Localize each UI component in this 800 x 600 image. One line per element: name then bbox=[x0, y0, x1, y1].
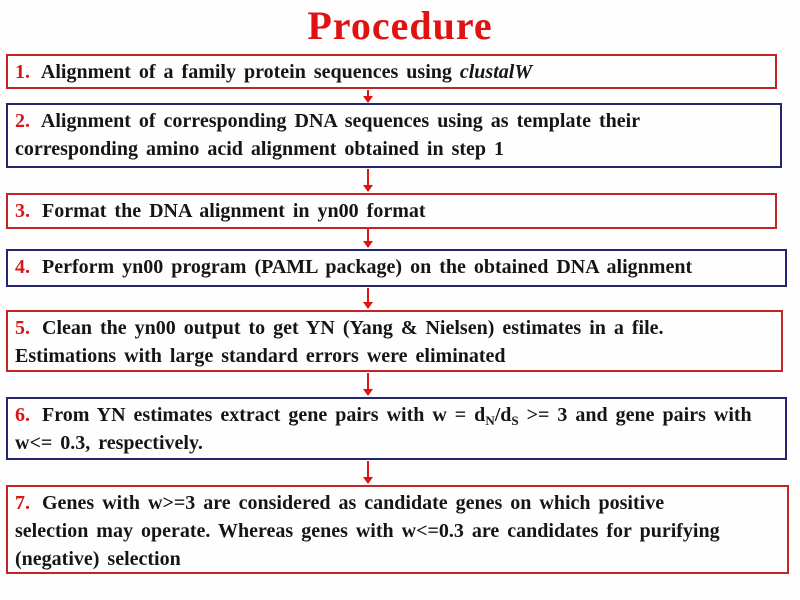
step-box-7: 7. Genes with w>=3 are considered as can… bbox=[6, 485, 789, 574]
step-box-1: 1. Alignment of a family protein sequenc… bbox=[6, 54, 777, 89]
step-text-4: 4. Perform yn00 program (PAML package) o… bbox=[15, 256, 693, 278]
down-arrow-icon-5 bbox=[363, 373, 373, 396]
down-arrow-icon-6 bbox=[363, 461, 373, 484]
down-arrow-icon-1 bbox=[363, 90, 373, 103]
step-text-6: 6. From YN estimates extract gene pairs … bbox=[15, 404, 752, 454]
down-arrow-icon-4 bbox=[363, 288, 373, 309]
step-box-6: 6. From YN estimates extract gene pairs … bbox=[6, 397, 787, 460]
step-text-2: 2. Alignment of corresponding DNA sequen… bbox=[15, 110, 641, 160]
step-box-3: 3. Format the DNA alignment in yn00 form… bbox=[6, 193, 777, 229]
step-box-2: 2. Alignment of corresponding DNA sequen… bbox=[6, 103, 782, 168]
step-text-3: 3. Format the DNA alignment in yn00 form… bbox=[15, 200, 426, 222]
step-text-7: 7. Genes with w>=3 are considered as can… bbox=[15, 492, 720, 570]
down-arrow-icon-3 bbox=[363, 229, 373, 248]
step-text-1: 1. Alignment of a family protein sequenc… bbox=[15, 61, 533, 83]
page-title: Procedure bbox=[307, 3, 493, 48]
step-box-5: 5. Clean the yn00 output to get YN (Yang… bbox=[6, 310, 783, 372]
step-text-5: 5. Clean the yn00 output to get YN (Yang… bbox=[15, 317, 664, 367]
step-box-4: 4. Perform yn00 program (PAML package) o… bbox=[6, 249, 787, 287]
down-arrow-icon-2 bbox=[363, 169, 373, 192]
